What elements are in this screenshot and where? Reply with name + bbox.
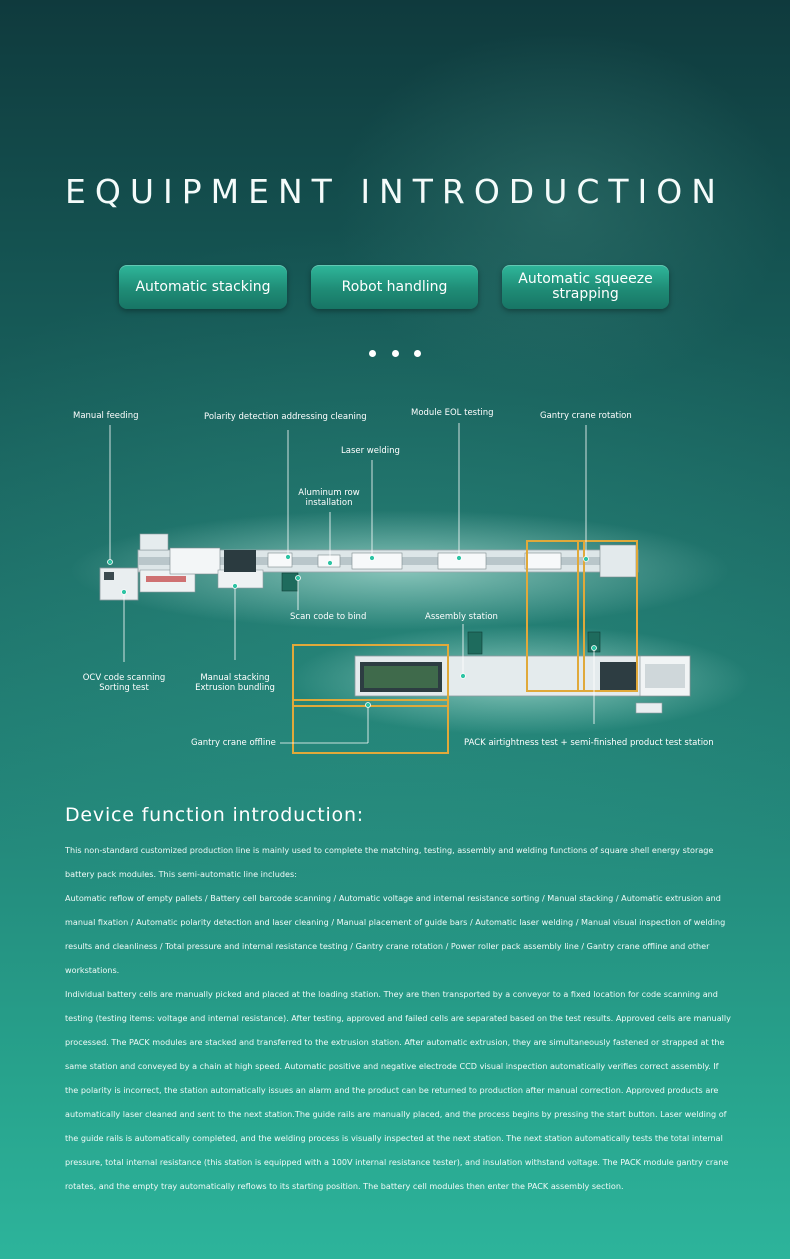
gantry-frames [292,540,638,754]
device-function-description: This non-standard customized production … [65,838,731,1198]
callout-lines [109,423,595,744]
description-paragraph: Automatic reflow of empty pallets / Batt… [65,893,726,975]
label-aluminum-row-installation: Aluminum row installation [298,488,360,508]
label-extrusion-bundling: Extrusion bundling [195,683,275,693]
production-line-diagram: Manual feeding Polarity detection addres… [0,395,790,770]
carousel-dot-3[interactable] [414,350,421,357]
page-title: EQUIPMENT INTRODUCTION [65,172,725,211]
production-line-layout [70,423,750,754]
lower-conveyor [354,631,691,714]
carousel-dot-2[interactable] [392,350,399,357]
description-paragraph: This non-standard customized production … [65,845,714,879]
label-pack-airtightness-test: PACK airtightness test + semi-finished p… [464,738,714,748]
label-gantry-crane-offline: Gantry crane offline [191,738,276,748]
tab-automatic-squeeze-strapping[interactable]: Automatic squeeze strapping [502,265,669,309]
description-paragraph: Individual battery cells are manually pi… [65,989,731,1191]
label-laser-welding: Laser welding [341,446,400,456]
label-module-eol-testing: Module EOL testing [411,408,494,418]
upper-conveyor [99,533,639,601]
label-manual-feeding: Manual feeding [73,411,139,421]
label-ocv-code-scanning: OCV code scanning [82,673,166,683]
label-sorting-test: Sorting test [99,683,149,693]
carousel-dot-1[interactable] [369,350,376,357]
label-polarity-detection: Polarity detection addressing cleaning [204,412,367,422]
callout-dots [107,554,597,708]
tab-automatic-stacking[interactable]: Automatic stacking [119,265,287,309]
label-scan-code-to-bind: Scan code to bind [290,612,367,622]
label-manual-stacking: Manual stacking [200,673,270,683]
tab-robot-handling[interactable]: Robot handling [311,265,478,309]
label-gantry-crane-rotation: Gantry crane rotation [540,411,632,421]
section-heading: Device function introduction: [65,804,365,826]
label-assembly-station: Assembly station [425,612,498,622]
